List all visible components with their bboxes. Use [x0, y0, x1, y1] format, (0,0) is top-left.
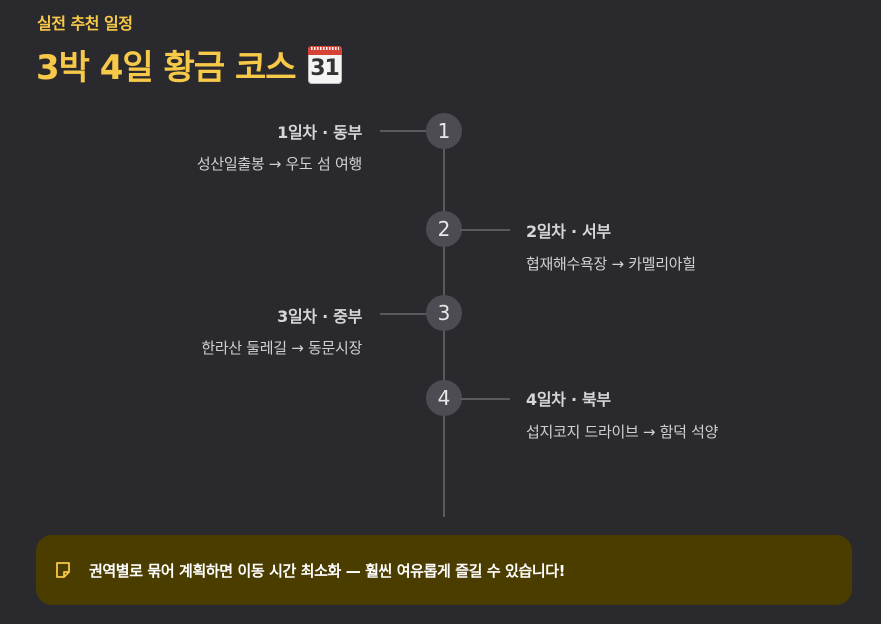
day-2-title: 2일차 · 서부 — [526, 222, 611, 241]
page-title: 3박 4일 황금 코스 31 — [36, 40, 342, 89]
calendar-icon-header — [307, 45, 342, 55]
day-3-desc: 한라산 둘레길 → 동문시장 — [201, 339, 362, 357]
page-title-text: 3박 4일 황금 코스 — [36, 48, 297, 88]
connector-day-3 — [380, 313, 428, 315]
day-2-desc: 협재해수욕장 → 카멜리아힐 — [526, 255, 696, 273]
tip-text: 권역별로 묶어 계획하면 이동 시간 최소화 — 훨씬 여유롭게 즐길 수 있습… — [89, 561, 566, 580]
day-4-title: 4일차 · 북부 — [526, 390, 611, 409]
eyebrow-label: 실전 추천 일정 — [37, 14, 133, 33]
timeline-node-1: 1 — [426, 113, 462, 149]
connector-day-1 — [380, 130, 428, 132]
timeline-node-4: 4 — [426, 380, 462, 416]
calendar-icon: 31 — [307, 45, 342, 84]
sticky-note-icon — [56, 562, 70, 578]
timeline-node-3: 3 — [426, 295, 462, 331]
connector-day-2 — [460, 229, 510, 231]
calendar-icon-rings — [310, 46, 339, 50]
day-1-title: 1일차 · 동부 — [277, 123, 362, 142]
tip-callout: 권역별로 묶어 계획하면 이동 시간 최소화 — 훨씬 여유롭게 즐길 수 있습… — [36, 535, 852, 605]
day-1-desc: 성산일출봉 → 우도 섬 여행 — [196, 155, 362, 173]
timeline-node-2: 2 — [426, 211, 462, 247]
connector-day-4 — [460, 398, 510, 400]
day-4-desc: 섭지코지 드라이브 → 함덕 석양 — [526, 423, 719, 441]
calendar-icon-number: 31 — [310, 55, 340, 81]
day-3-title: 3일차 · 중부 — [277, 307, 362, 326]
